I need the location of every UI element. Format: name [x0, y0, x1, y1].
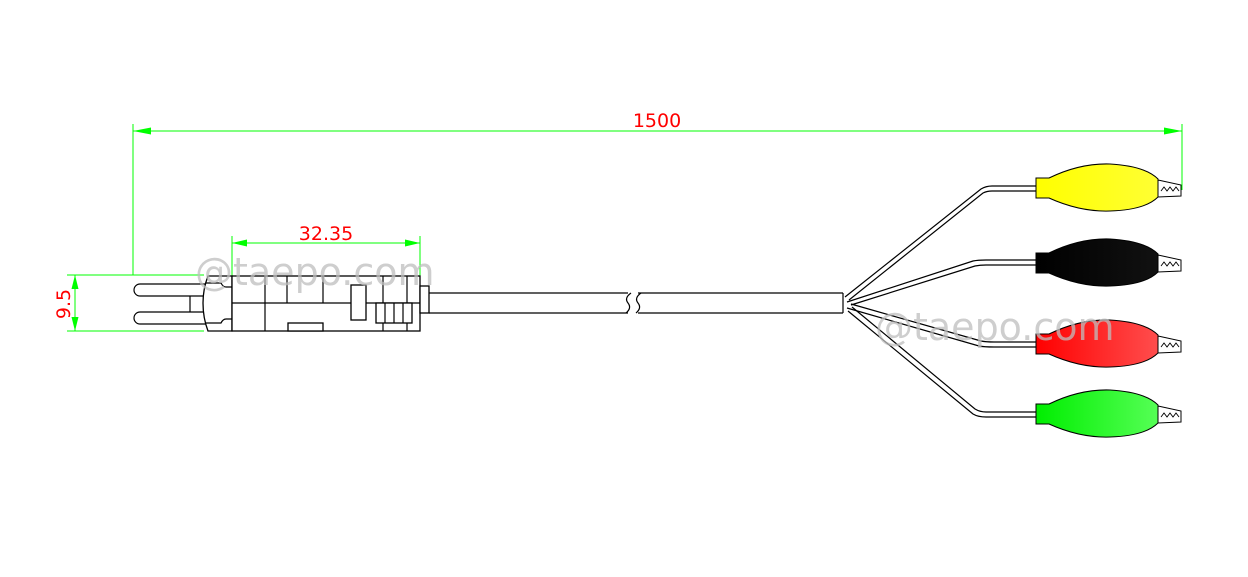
pin-top	[133, 283, 206, 297]
wire-black	[846, 259, 1038, 303]
watermark: @taepo.com	[875, 305, 1115, 349]
body-tab	[287, 322, 324, 332]
clip-black	[1035, 238, 1182, 287]
arrow-right-icon	[405, 239, 420, 247]
dimension-label-height: 9.5	[53, 289, 75, 319]
clip-jaw-icon	[1157, 335, 1182, 354]
clip-green	[1035, 389, 1182, 438]
dimension-label-connector: 32.35	[299, 223, 353, 245]
dimension-connector-height: 9.5	[53, 274, 204, 332]
connector-plug	[133, 275, 430, 332]
arrow-right-icon	[1164, 127, 1182, 135]
wire-green-inner	[847, 310, 1038, 418]
clip-jaw-icon	[1157, 179, 1182, 198]
pin-bottom	[133, 311, 206, 325]
clip-body-green	[1035, 389, 1159, 438]
wire-red	[850, 303, 1038, 343]
break-mark-icon	[635, 292, 642, 314]
main-cable	[429, 292, 844, 314]
wire-yellow-inner	[848, 190, 1038, 301]
nut-groove	[206, 282, 232, 288]
clip-teeth-icon	[1160, 186, 1180, 192]
clip-yellow	[1035, 163, 1182, 212]
strain-relief	[419, 285, 430, 314]
fanout-wires	[844, 185, 1038, 418]
arrow-left-icon	[133, 127, 151, 135]
clip-jaw-icon	[1157, 254, 1182, 273]
body-button	[350, 284, 367, 321]
dimension-total-length: 1500	[132, 110, 1183, 275]
break-mark-icon	[625, 292, 632, 314]
clip-body-yellow	[1035, 163, 1159, 212]
clip-teeth-icon	[1160, 261, 1180, 267]
clip-jaw-icon	[1157, 405, 1182, 424]
wire-red-inner	[846, 307, 1038, 348]
clip-teeth-icon	[1160, 342, 1180, 348]
dimension-label-total: 1500	[633, 110, 681, 132]
alligator-clips	[1035, 163, 1182, 438]
dimension-connector-length: 32.35	[231, 223, 421, 276]
wire-black-inner	[850, 264, 1038, 306]
arrow-up-icon	[71, 275, 79, 289]
wire-green	[851, 306, 1038, 413]
clip-teeth-icon	[1160, 412, 1180, 418]
arrow-down-icon	[71, 317, 79, 331]
wire-yellow	[844, 185, 1038, 298]
arrow-left-icon	[232, 239, 247, 247]
nut-groove	[206, 318, 232, 324]
clip-red	[1035, 319, 1182, 368]
watermark: @taepo.com	[195, 250, 435, 294]
connector-nut	[202, 275, 233, 332]
clip-body-black	[1035, 238, 1159, 287]
